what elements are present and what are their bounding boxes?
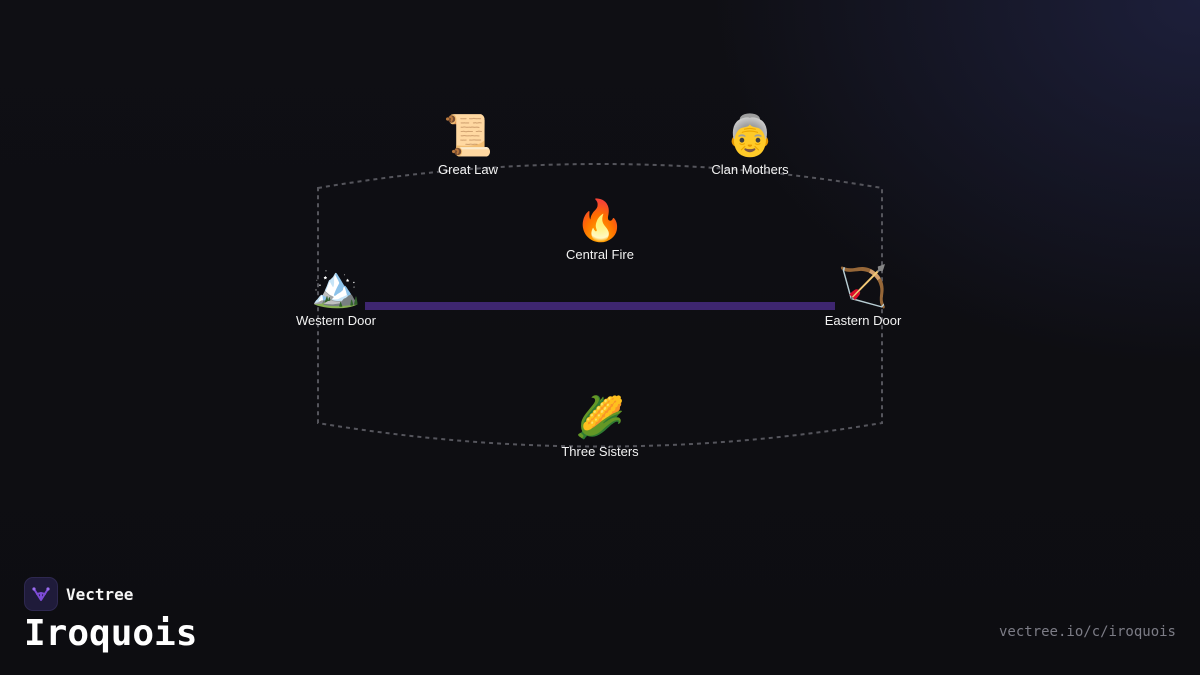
node-label: Eastern Door [824, 313, 902, 328]
node-clan-mothers[interactable]: 👵 Clan Mothers [680, 112, 820, 177]
vectree-logo-mark [32, 587, 50, 601]
corn-icon: 🌽 [575, 396, 625, 440]
mountain-icon: 🏔️ [311, 265, 361, 309]
node-label: Great Law [438, 162, 498, 177]
longhouse-path-bar [365, 302, 835, 310]
node-label: Western Door [296, 313, 376, 328]
brand[interactable]: Vectree [24, 577, 133, 611]
scroll-icon: 📜 [443, 114, 493, 158]
node-eastern-door[interactable]: 🏹 Eastern Door [793, 263, 933, 328]
page-url[interactable]: vectree.io/c/iroquois [998, 624, 1176, 640]
node-label: Central Fire [566, 247, 634, 262]
node-central-fire[interactable]: 🔥 Central Fire [530, 197, 670, 262]
node-label: Three Sisters [561, 444, 639, 459]
elder-woman-icon: 👵 [725, 114, 775, 158]
page-title: Iroquois [24, 613, 198, 654]
node-label: Clan Mothers [711, 162, 789, 177]
node-three-sisters[interactable]: 🌽 Three Sisters [530, 394, 670, 459]
vectree-logo-icon [24, 577, 58, 611]
node-great-law[interactable]: 📜 Great Law [398, 112, 538, 177]
bow-and-arrow-icon: 🏹 [838, 265, 888, 309]
fire-icon: 🔥 [575, 199, 625, 243]
longhouse-shape [317, 163, 883, 448]
node-western-door[interactable]: 🏔️ Western Door [266, 263, 406, 328]
brand-name: Vectree [66, 584, 134, 604]
